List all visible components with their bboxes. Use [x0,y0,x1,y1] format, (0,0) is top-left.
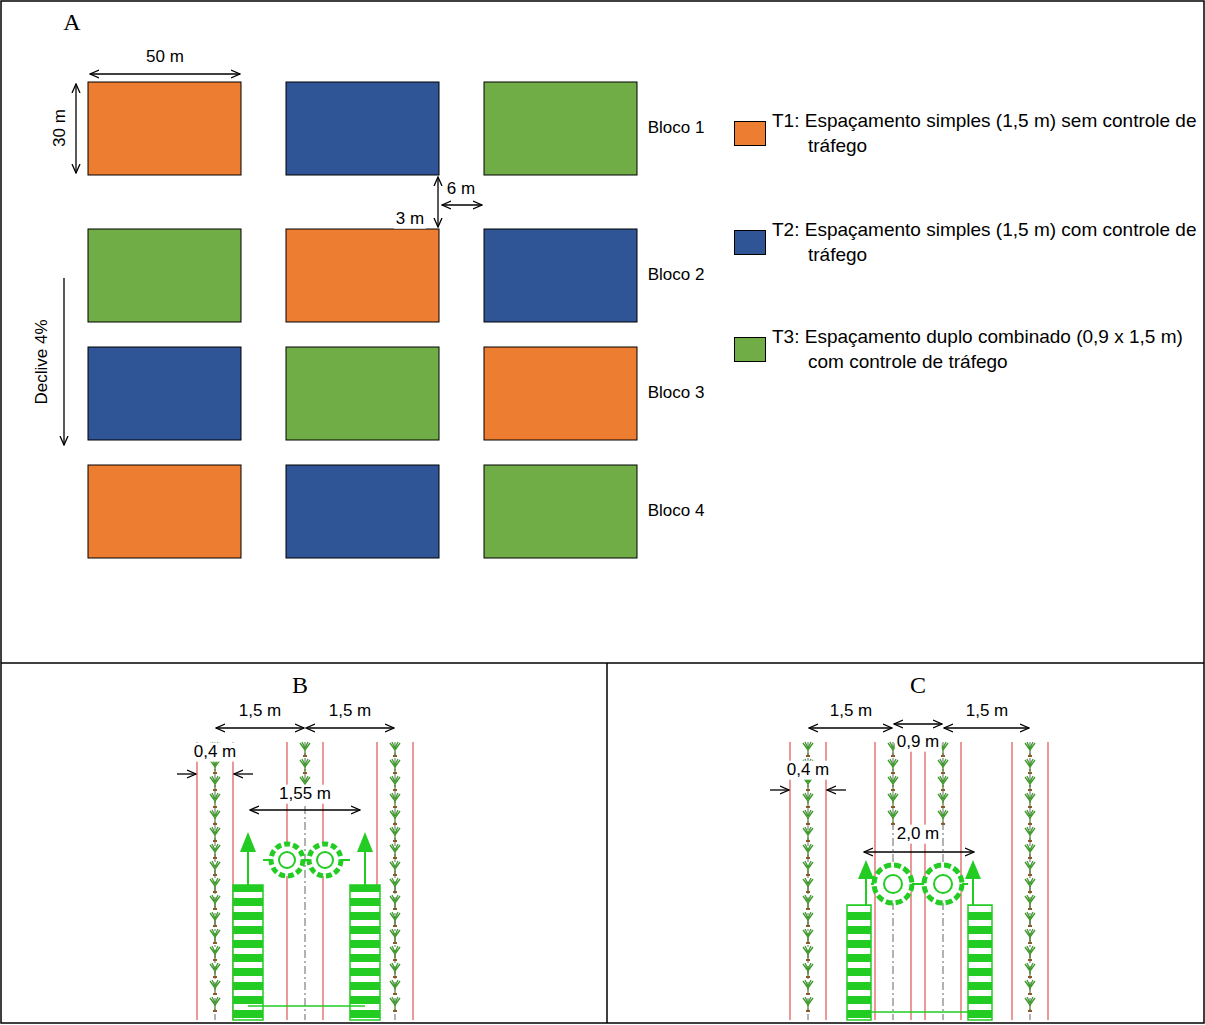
plot [286,82,439,175]
panel-letter: B [290,672,310,698]
plot [88,465,241,558]
legend-swatch [734,121,766,146]
legend-text: T3: Espaçamento duplo combinado (0,9 x 1… [772,325,1198,374]
plot [88,82,241,175]
dimension-label: 50 m [144,48,186,67]
dimension-label: 1,5 m [237,702,284,721]
legend-swatch [734,337,766,362]
plot [484,82,637,175]
legend-text: T2: Espaçamento simples (1,5 m) com cont… [772,218,1198,267]
dimension-label: 0,4 m [785,761,832,780]
panel-letter: C [908,672,928,698]
dimension-label: 2,0 m [895,825,942,844]
dimension-label: 30 m [51,107,70,149]
dimension-label: 1,5 m [327,702,374,721]
plot [484,347,637,440]
plot [484,465,637,558]
dimension-label: Bloco 1 [646,119,707,138]
dimension-label: 6 m [445,180,477,199]
dimension-label: 1,5 m [828,702,875,721]
dimension-label: Bloco 3 [646,384,707,403]
dimension-label: 3 m [394,210,426,229]
legend-text: T1: Espaçamento simples (1,5 m) sem cont… [772,109,1198,158]
dimension-label: 0,4 m [192,743,239,762]
plot [484,229,637,322]
dimension-label: 1,5 m [964,702,1011,721]
dimension-label: Bloco 2 [646,266,707,285]
panel-letter: A [61,9,82,35]
plot [88,229,241,322]
plot [286,465,439,558]
plot [286,347,439,440]
dimension-label: Declive 4% [33,317,52,406]
dimension-label: Bloco 4 [646,502,707,521]
plot [286,229,439,322]
dimension-label: 0,9 m [895,733,942,752]
legend-swatch [734,230,766,255]
plot [88,347,241,440]
dimension-label: 1,55 m [277,785,333,804]
